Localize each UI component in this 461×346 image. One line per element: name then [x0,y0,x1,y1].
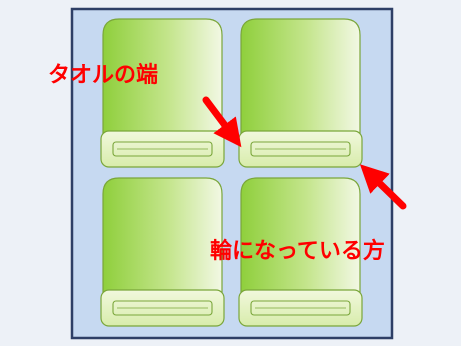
edge-arrow [202,96,242,148]
towel-body [240,177,361,319]
loop-arrow [359,164,407,210]
looped-side-label: 輪になっている方 [210,239,385,264]
towel-grid [100,18,363,327]
towel-bottom-left [100,177,225,327]
towel-body [102,177,223,319]
towel-body [240,18,361,160]
towel-top-right [238,18,363,168]
towel-body [102,18,223,160]
towel-fold-loop [112,300,213,316]
towel-fold-loop [250,300,351,316]
towel-fold-loop [250,141,351,157]
towel-edge-label: タオルの端 [48,63,159,88]
towel-top-left [100,18,225,168]
towel-fold-loop [112,141,213,157]
towel-bottom-right [238,177,363,327]
